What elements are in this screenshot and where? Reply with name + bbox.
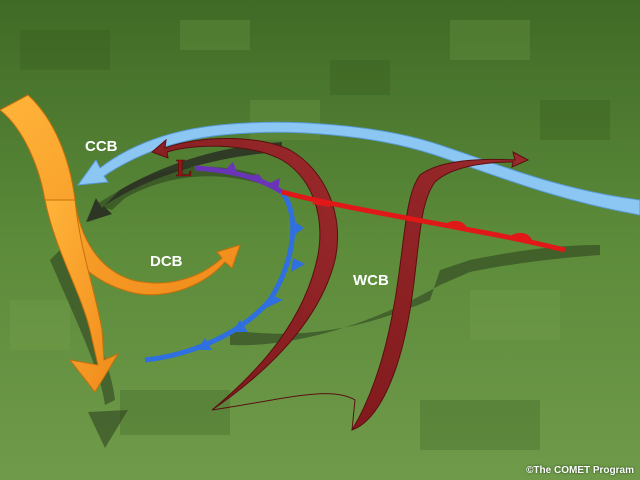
low-label: L	[176, 156, 192, 182]
ccb-label: CCB	[85, 138, 118, 155]
warm-front	[281, 189, 566, 253]
wcb-label: WCB	[353, 272, 389, 289]
credit-text: ©The COMET Program	[526, 465, 634, 476]
ground-patches	[10, 20, 610, 450]
wcb-arrow	[151, 138, 530, 431]
dcb-arrow	[0, 94, 241, 393]
occluded-front	[194, 162, 284, 195]
cold-front	[144, 190, 305, 363]
ccb-arrow	[76, 121, 640, 216]
low-pressure-symbol: L	[176, 156, 193, 183]
dcb-label: DCB	[150, 253, 183, 270]
